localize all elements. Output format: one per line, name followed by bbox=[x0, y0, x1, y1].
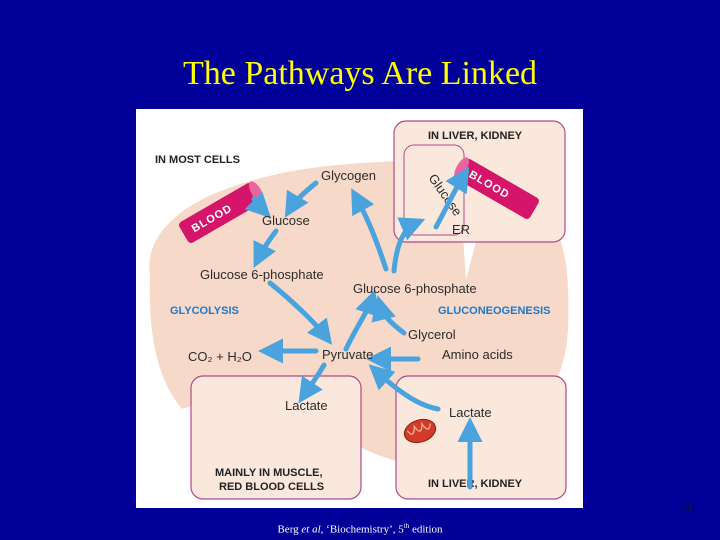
arrow-glucose-to-g6p bbox=[253, 228, 279, 268]
mitochondrion bbox=[403, 418, 437, 444]
arrow-pyruvate-to-lactate bbox=[298, 362, 327, 404]
label-gluconeogenesis: GLUCONEOGENESIS bbox=[438, 305, 550, 317]
label-co2-h2o: CO₂ + H₂O bbox=[188, 349, 252, 364]
citation-etal: et al bbox=[301, 523, 321, 536]
label-er: ER bbox=[452, 222, 470, 237]
label-muscle-line1: MAINLY IN MUSCLE, bbox=[215, 467, 323, 479]
label-in-most-cells: IN MOST CELLS bbox=[155, 154, 240, 166]
citation-author: Berg bbox=[277, 523, 302, 536]
pathways-diagram: IN MOST CELLS IN LIVER, KIDNEY MAINLY IN… bbox=[136, 109, 583, 508]
diagram-canvas: IN MOST CELLS IN LIVER, KIDNEY MAINLY IN… bbox=[149, 120, 569, 500]
label-glycerol: Glycerol bbox=[408, 327, 456, 342]
label-g6p-right: Glucose 6-phosphate bbox=[353, 281, 477, 296]
label-muscle-line2: RED BLOOD CELLS bbox=[219, 481, 324, 493]
blood-vessel-right: BLOOD bbox=[454, 157, 539, 219]
citation-edition: edition bbox=[409, 523, 443, 536]
arrow-blood-to-glucose bbox=[244, 191, 272, 219]
label-glycogen: Glycogen bbox=[321, 168, 376, 183]
arrow-glycogen-to-glucose bbox=[284, 180, 319, 218]
flux-arrows bbox=[244, 166, 483, 490]
label-lactate-right: Lactate bbox=[449, 405, 492, 420]
arrow-lactate-to-pyruvate bbox=[368, 364, 441, 412]
citation-work: , ‘Biochemistry’, 5 bbox=[320, 523, 404, 536]
label-glycolysis: GLYCOLYSIS bbox=[170, 305, 239, 317]
label-glucose: Glucose bbox=[262, 213, 310, 228]
citation-sup: th bbox=[403, 522, 410, 530]
arrow-g6p-to-er bbox=[391, 217, 426, 274]
arrow-g6p-to-pyruvate bbox=[267, 280, 333, 345]
label-lactate-left: Lactate bbox=[285, 398, 328, 413]
label-pyruvate: Pyruvate bbox=[322, 347, 373, 362]
label-amino-acids: Amino acids bbox=[442, 347, 513, 362]
arrow-er-to-blood bbox=[433, 166, 470, 230]
slide-title: The Pathways Are Linked bbox=[182, 55, 538, 92]
page-number: 73 bbox=[680, 500, 692, 514]
label-liver-kidney-bottom: IN LIVER, KIDNEY bbox=[428, 478, 523, 490]
citation: Berg et al, ‘Biochemistry’, 5th edition bbox=[0, 522, 720, 536]
arrow-muscle-pathway bbox=[343, 289, 380, 352]
region-muscle-rbc bbox=[190, 375, 362, 500]
arrow-g6p-to-glycogen bbox=[351, 188, 389, 272]
label-g6p-left: Glucose 6-phosphate bbox=[200, 267, 324, 282]
label-liver-kidney-top: IN LIVER, KIDNEY bbox=[428, 130, 523, 142]
arrow-glycerol-to-g6p bbox=[371, 295, 407, 336]
